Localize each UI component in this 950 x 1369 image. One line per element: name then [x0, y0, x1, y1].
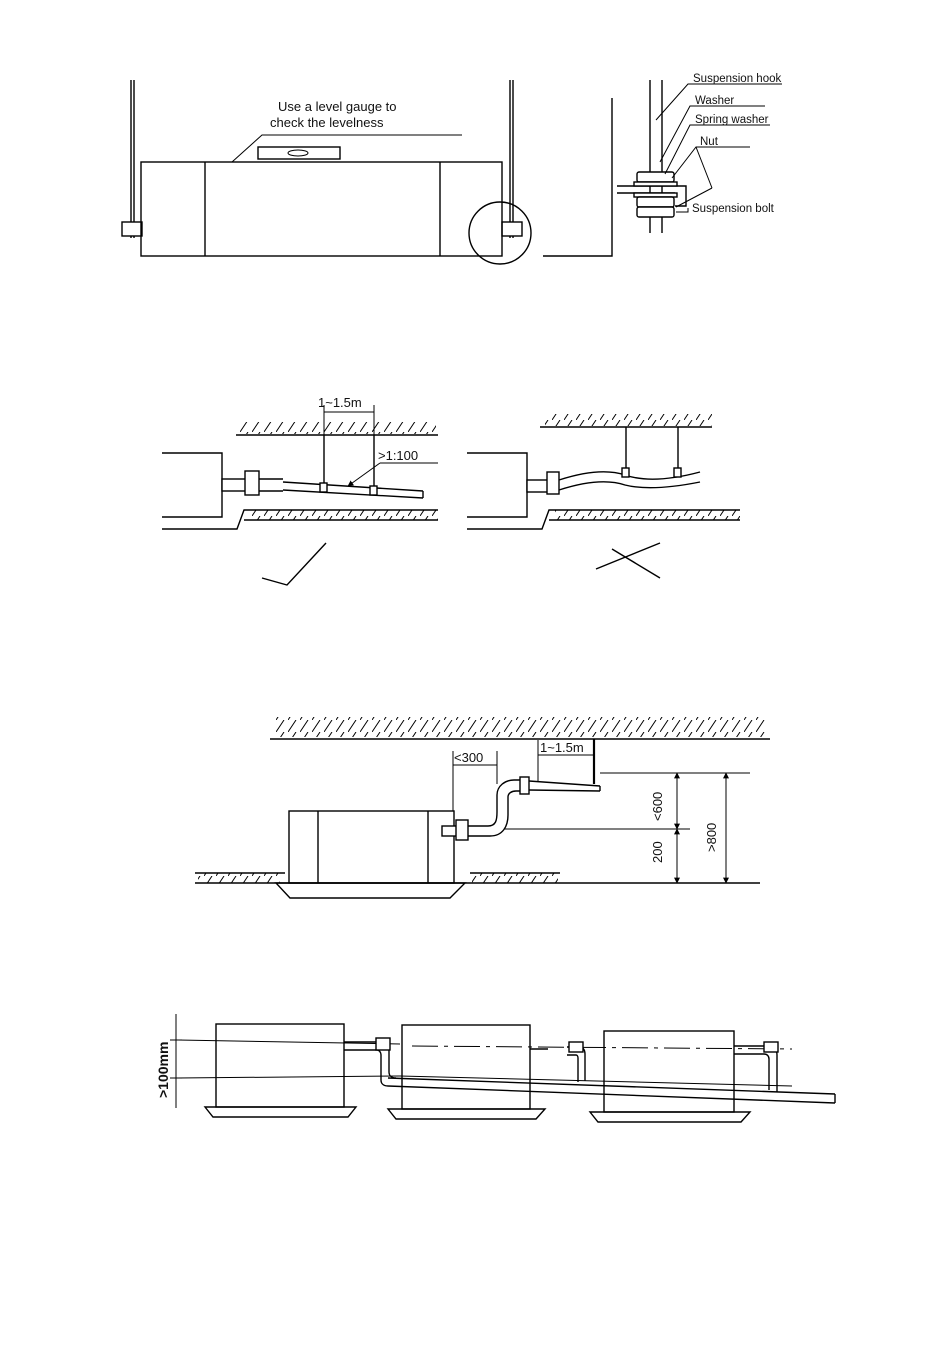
indoor-unit — [289, 811, 454, 883]
detail-nut-upper — [637, 172, 674, 182]
hanger-right — [502, 222, 522, 236]
figure-levelness: Use a level gauge to check the levelness… — [122, 73, 782, 264]
correct-check-mark — [262, 543, 326, 585]
base-height-label: 200 — [650, 841, 665, 863]
drop-min-label: >100mm — [155, 1042, 171, 1098]
unit-2 — [402, 1025, 530, 1109]
figure-multi-unit-drain: >100mm — [155, 1014, 835, 1122]
drain-outlet — [456, 820, 468, 840]
unit-left — [162, 453, 222, 517]
wrong-mark-text: ✗ — [0, 0, 1, 1]
hanger-left — [122, 222, 142, 236]
total-min-label: >800 — [704, 823, 719, 852]
unit-3 — [604, 1031, 734, 1112]
drain-pipe-joint-left — [245, 471, 259, 495]
drain-pipe-joint-right — [547, 472, 559, 494]
detail-nut-lower — [637, 197, 674, 207]
level-note-line1: Use a level gauge to — [278, 99, 397, 114]
label-suspension-bolt: Suspension bolt — [692, 203, 775, 215]
unit-1-panel — [205, 1107, 356, 1117]
rise-max-label: <600 — [650, 792, 665, 821]
unit-3-panel — [590, 1112, 750, 1122]
unit-2-panel — [388, 1109, 545, 1119]
slope-ratio-label: >1:100 — [378, 448, 418, 463]
label-washer: Washer — [695, 95, 734, 107]
leader-bolt — [676, 208, 688, 212]
detail-ceiling-frame — [543, 98, 612, 256]
wrong-cross-line-1 — [596, 543, 660, 569]
figure-drain-lift: <300 1~1.5m <600 200 >800 — [195, 717, 770, 898]
level-note-line2: check the levelness — [270, 115, 384, 130]
unit-1 — [216, 1024, 344, 1107]
indoor-unit-body — [141, 162, 502, 256]
level-gauge — [258, 147, 340, 159]
figure-slope-comparison: 1~1.5m >1:100 ✓ ✗ — [0, 0, 740, 585]
support-spacing-label: 1~1.5m — [318, 395, 362, 410]
support-spacing-label-2: 1~1.5m — [540, 740, 584, 755]
drain-riser-pipe — [468, 780, 522, 826]
label-spring-washer: Spring washer — [695, 114, 769, 126]
ceiling-panel — [276, 883, 465, 898]
horizontal-max-label: <300 — [454, 750, 483, 765]
label-nut: Nut — [700, 136, 719, 148]
detail-washer-upper — [634, 182, 677, 186]
unit-right — [467, 453, 527, 517]
leader-nut — [672, 147, 750, 178]
detail-nut-bottom — [637, 207, 674, 217]
drain-horizontal-pipe — [529, 781, 600, 786]
drain-pipe-sloped — [283, 482, 423, 491]
label-suspension-hook: Suspension hook — [693, 73, 781, 85]
main-drain-pipe — [388, 1078, 835, 1094]
